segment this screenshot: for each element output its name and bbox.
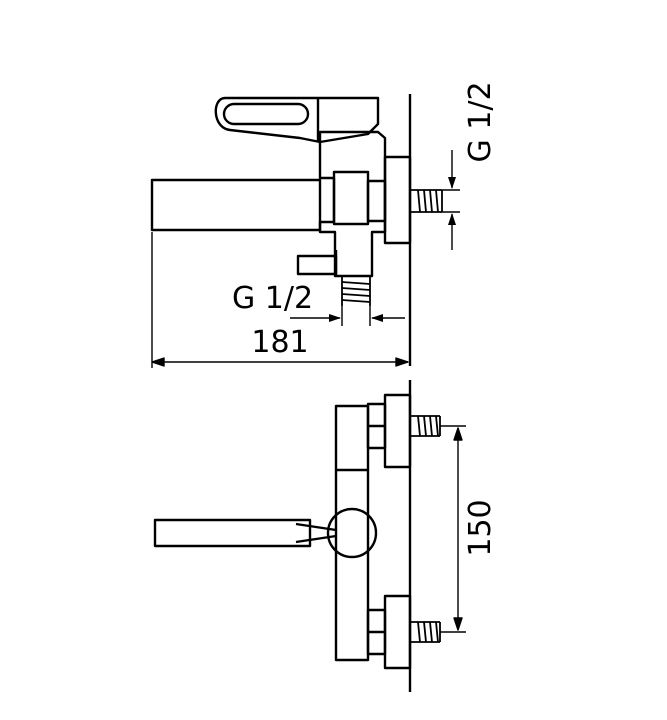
escutcheon-bottom <box>383 594 412 670</box>
dimension-lines-side <box>151 150 460 368</box>
mixer-body-front <box>334 404 370 662</box>
handle-lever-side <box>214 96 380 144</box>
body-inner-block <box>332 170 370 226</box>
mixer-body-side <box>318 130 387 278</box>
front-view <box>153 380 441 692</box>
inlet-thread-side <box>410 189 443 213</box>
wall-escutcheon-side <box>383 155 412 245</box>
inlet-thread-bottom-front <box>410 621 441 643</box>
thread-label-bottom: G 1/2 <box>232 281 313 316</box>
spout-length-label: 181 <box>251 325 308 360</box>
spout-front <box>153 518 312 548</box>
inlet-spacing-label: 150 <box>463 499 498 556</box>
handle-lever-front <box>295 522 337 532</box>
handle-knob-front <box>326 507 378 559</box>
spout-side <box>150 178 322 232</box>
outlet-thread-down <box>341 276 371 306</box>
diverter-knob <box>296 254 338 276</box>
side-view <box>150 94 443 366</box>
escutcheon-top <box>383 393 412 469</box>
dimension-lines-front <box>440 425 466 633</box>
inlet-thread-top-front <box>410 415 441 437</box>
thread-label-top: G 1/2 <box>463 81 498 162</box>
connector-nut <box>366 179 387 223</box>
handle-slot <box>222 102 310 126</box>
